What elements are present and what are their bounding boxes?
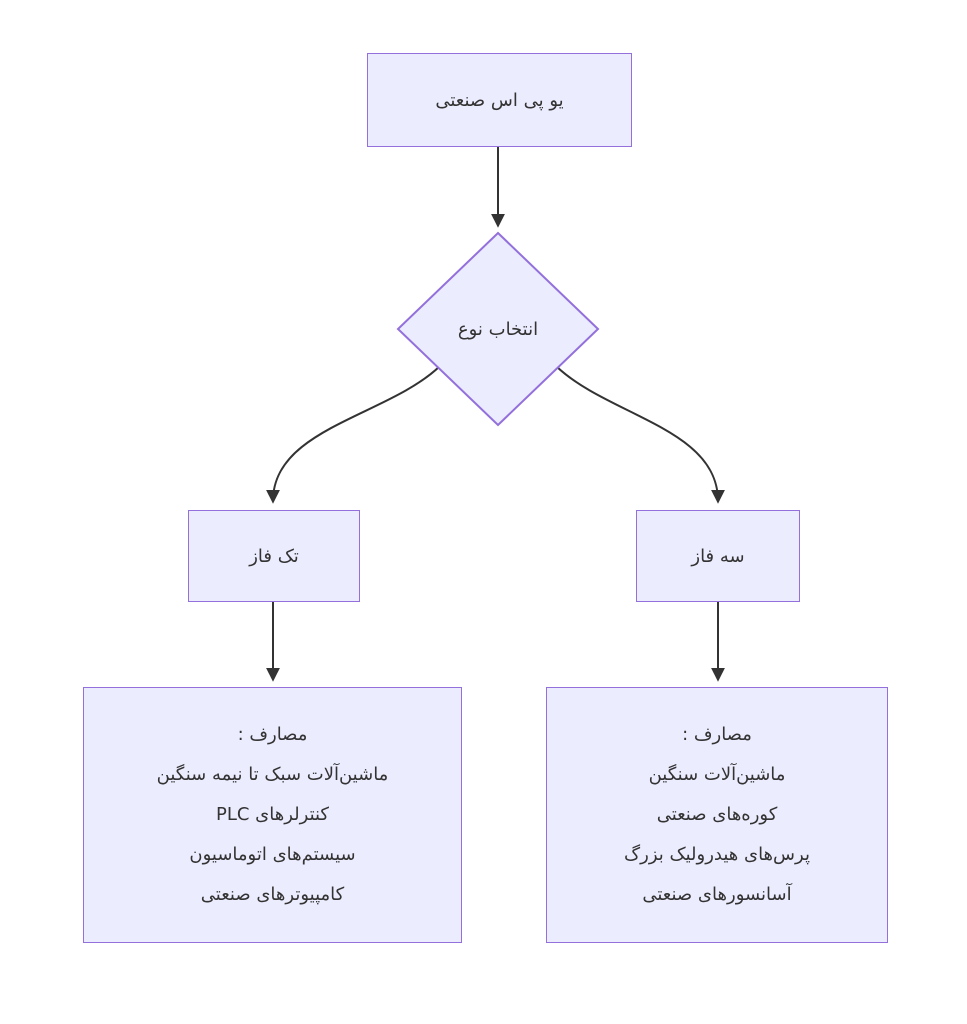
decision-diamond-shape	[396, 231, 600, 427]
node-decision: انتخاب نوع	[398, 309, 598, 349]
three-phase-uses-line: پرس‌های هیدرولیک بزرگ	[624, 844, 810, 865]
node-single-phase: تک فاز	[188, 510, 360, 602]
node-three-phase: سه فاز	[636, 510, 800, 602]
node-single-phase-uses: مصارف : ماشین‌آلات سبک تا نیمه سنگین کنت…	[83, 687, 462, 943]
node-three-phase-label: سه فاز	[691, 545, 745, 567]
node-three-phase-uses: مصارف : ماشین‌آلات سنگین کوره‌های صنعتی …	[546, 687, 888, 943]
single-phase-uses-line: کنترلرهای PLC	[215, 804, 330, 825]
three-phase-uses-line: کوره‌های صنعتی	[656, 804, 778, 825]
three-phase-uses-line: آسانسورهای صنعتی	[642, 884, 792, 905]
single-phase-uses-line: سیستم‌های اتوماسیون	[189, 844, 356, 865]
node-decision-label: انتخاب نوع	[457, 318, 539, 340]
single-phase-uses-line: ماشین‌آلات سبک تا نیمه سنگین	[156, 764, 389, 785]
three-phase-uses-line: مصارف :	[682, 724, 752, 745]
three-phase-uses-line: ماشین‌آلات سنگین	[648, 764, 786, 785]
node-single-phase-label: تک فاز	[249, 545, 299, 567]
node-industrial-ups: یو پی اس صنعتی	[367, 53, 632, 147]
single-phase-uses-line: کامپیوترهای صنعتی	[200, 884, 345, 905]
edge-decision-to-three-phase	[555, 365, 725, 504]
single-phase-uses-line: مصارف :	[237, 724, 308, 745]
edge-decision-to-single-phase	[266, 365, 441, 504]
node-industrial-ups-label: یو پی اس صنعتی	[435, 89, 564, 111]
